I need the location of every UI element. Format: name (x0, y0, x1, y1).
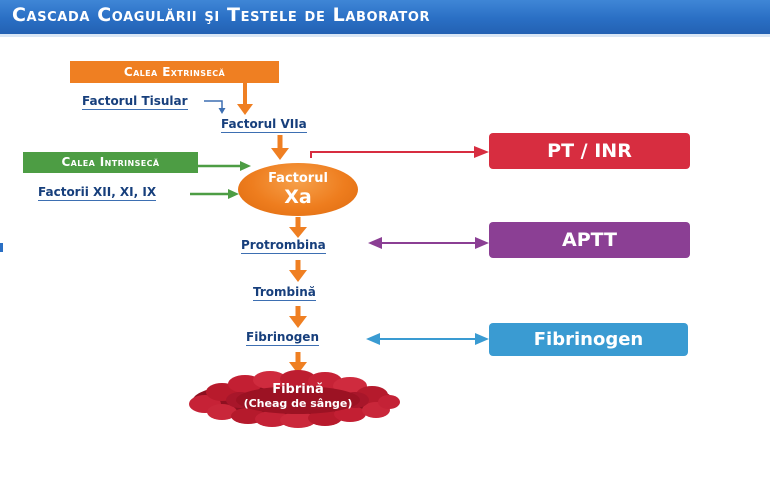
arrow-xa-to-prothrombin (289, 217, 307, 238)
left-edge-marker (0, 243, 3, 252)
extrinsic-pathway-box: Calea Extrinsecă (70, 61, 279, 83)
fibrin-label: Fibrină (272, 382, 324, 397)
fibrin-caption: Fibrină (Cheag de sânge) (198, 383, 398, 411)
title-bar-underline (0, 34, 770, 37)
factor-xa-line1: Factorul (268, 171, 328, 186)
arrow-intrinsic-to-xa (198, 161, 251, 171)
factor-xa-line2: Xa (284, 186, 312, 208)
arrow-prothrombin-aptt (368, 237, 489, 249)
fibrin-note: (Cheag de sânge) (243, 397, 353, 410)
arrow-viia-to-xa (271, 135, 289, 160)
arrow-fibrinogen-test (366, 333, 489, 345)
intrinsic-factors-label: Factorii XII, XI, IX (38, 185, 157, 201)
intrinsic-pathway-box: Calea Intrinsecă (23, 152, 198, 173)
page-title: Cascada Coagulării şi Testele de Laborat… (12, 4, 431, 26)
arrow-prothrombin-to-thrombin (289, 260, 307, 282)
tissue-factor-label: Factorul Tisular (82, 94, 188, 110)
test-aptt: APTT (489, 222, 690, 258)
factor-viia-label: Factorul VIIa (221, 117, 307, 133)
arrow-thrombin-to-fibrinogen (289, 306, 307, 328)
test-pt-inr: PT / INR (489, 133, 690, 169)
prothrombin-label: Protrombina (241, 238, 326, 254)
arrow-tissue-factor (204, 100, 226, 114)
fibrinogen-label: Fibrinogen (246, 330, 319, 346)
factor-xa-node: Factorul Xa (238, 163, 358, 216)
arrow-factors-to-xa (190, 189, 239, 199)
test-fibrinogen: Fibrinogen (489, 323, 688, 356)
title-bar (0, 0, 770, 34)
thrombin-label: Trombină (253, 285, 316, 301)
blood-clot-illustration (189, 370, 400, 428)
arrow-fibrinogen-to-fibrin (289, 352, 307, 374)
arrow-xa-to-pt-inr (310, 146, 489, 158)
arrow-extrinsic-to-viia (237, 83, 253, 115)
